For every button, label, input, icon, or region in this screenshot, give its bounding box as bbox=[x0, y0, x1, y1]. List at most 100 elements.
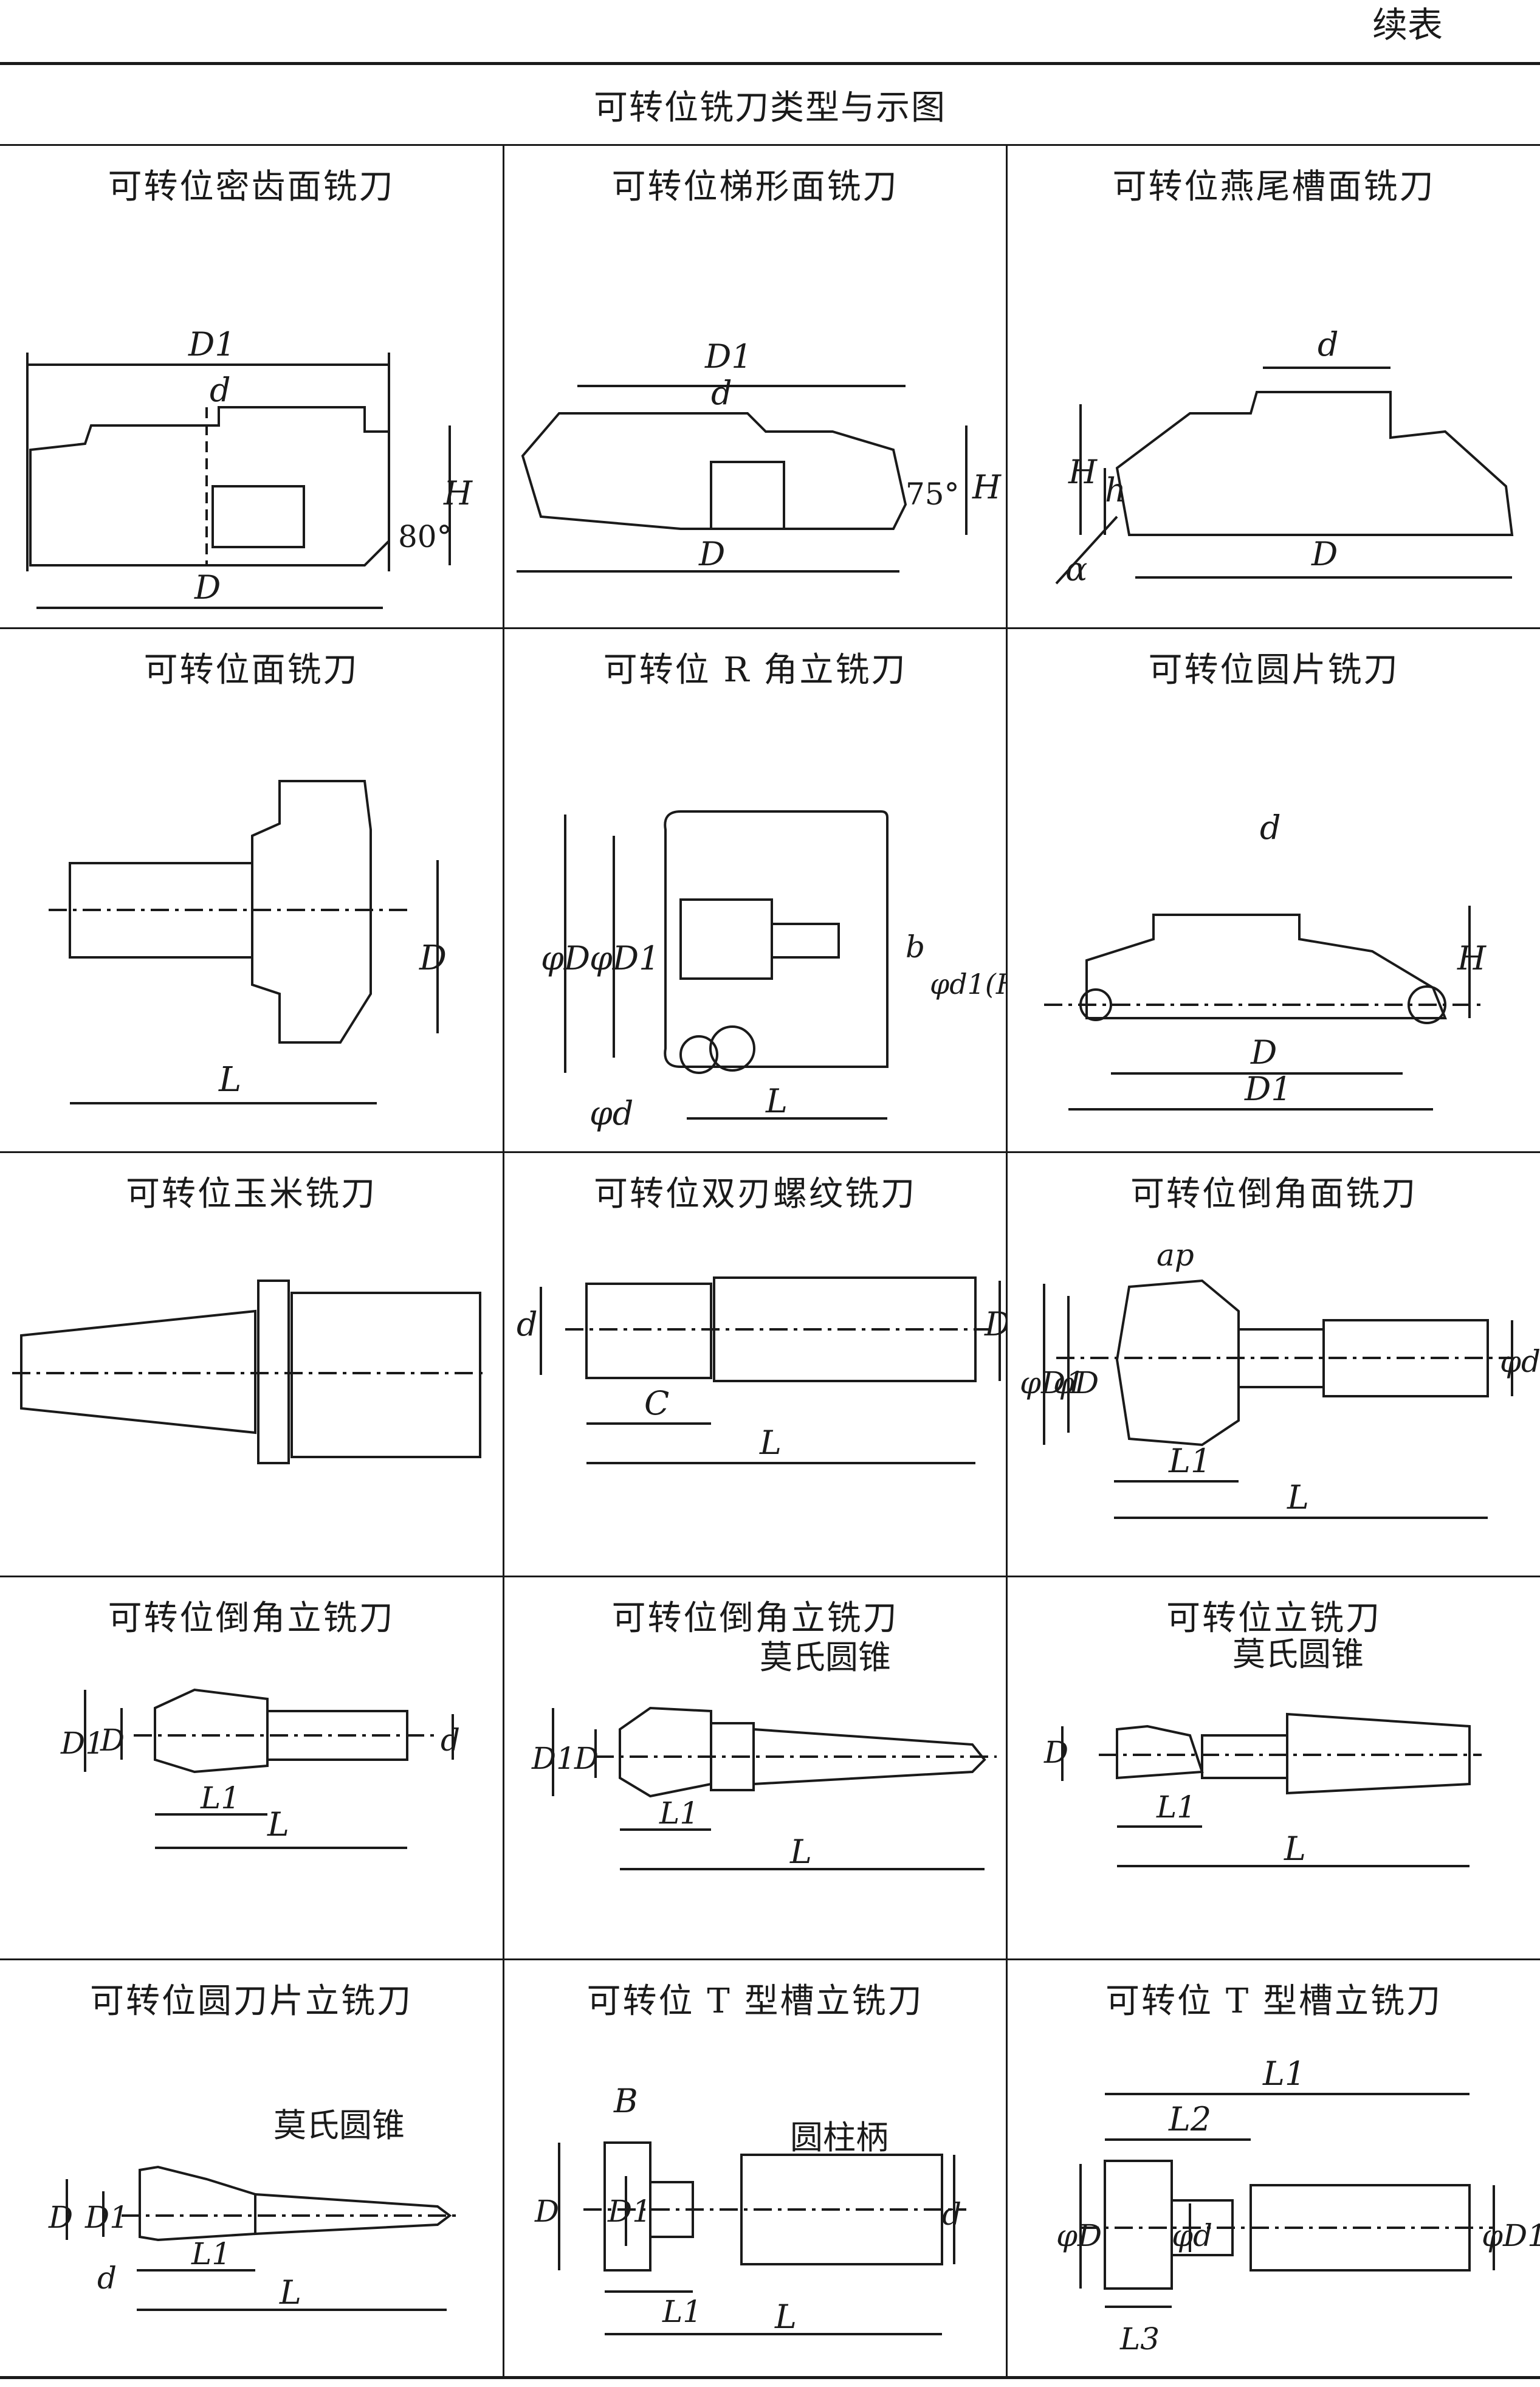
label-phid1: φd1(H7) bbox=[930, 968, 1006, 1001]
trapezoid-face-mill-drawing: D1 d H 75° D bbox=[517, 337, 1002, 573]
label-L: L bbox=[765, 1082, 788, 1120]
label-h: h bbox=[1105, 471, 1126, 509]
label-D: D bbox=[984, 1305, 1006, 1343]
cell-title: 可转位玉米铣刀 bbox=[126, 1174, 377, 1214]
label-L: L bbox=[759, 1424, 782, 1462]
cell-title: 可转位面铣刀 bbox=[143, 650, 359, 690]
label-d: d bbox=[210, 371, 231, 409]
label-phid: φd bbox=[590, 1094, 633, 1132]
cell-end-mill: 可转位立铣刀 莫氏圆锥 D L1 L bbox=[1008, 1577, 1540, 1958]
label-D: D bbox=[698, 535, 725, 573]
label-D: D bbox=[1250, 1033, 1277, 1072]
label-L: L bbox=[774, 2298, 797, 2336]
label-L: L bbox=[1287, 1478, 1309, 1517]
cell-title: 可转位倒角立铣刀 bbox=[611, 1599, 899, 1638]
round-insert-end-mill-drawing: 莫氏圆锥 D D1 d L1 L bbox=[48, 2106, 462, 2312]
label-D1: D1 bbox=[188, 325, 236, 363]
label-L1: L1 bbox=[662, 2294, 702, 2329]
label-H: H bbox=[1457, 939, 1487, 977]
cell-corn-mill: 可转位玉米铣刀 bbox=[0, 1153, 503, 1576]
label-d: d bbox=[711, 374, 732, 412]
label-D: D bbox=[194, 568, 221, 607]
label-morse-taper: 莫氏圆锥 bbox=[273, 2106, 405, 2144]
label-L: L bbox=[1284, 1830, 1306, 1868]
cell-chamfer-end-mill-a: 可转位倒角立铣刀 D1 D d L1 L bbox=[0, 1577, 503, 1958]
label-H: H bbox=[1068, 453, 1098, 491]
cell-title: 可转位密齿面铣刀 bbox=[108, 167, 395, 207]
label-cylindrical-shank: 圆柱柄 bbox=[790, 2118, 889, 2157]
r-corner-end-mill-drawing: φD φD1 b φd1(H7) L φd bbox=[541, 810, 1006, 1132]
face-mill-drawing: D L bbox=[49, 780, 447, 1104]
double-edge-thread-mill-drawing: d D C L bbox=[517, 1276, 1006, 1464]
chamfer-face-mill-drawing: ap φD1 φD φd L1 L bbox=[1020, 1238, 1540, 1519]
label-b: b bbox=[906, 929, 925, 965]
cell-round-insert-end-mill: 可转位圆刀片立铣刀 莫氏圆锥 D D1 d L1 L bbox=[0, 1960, 503, 2381]
row-divider bbox=[0, 1576, 1540, 1577]
label-d: d bbox=[1318, 325, 1339, 363]
label-D: D bbox=[534, 2194, 559, 2229]
end-mill-drawing: 莫氏圆锥 D L1 L bbox=[1043, 1635, 1482, 1868]
label-ap: ap bbox=[1157, 1238, 1194, 1273]
label-d: d bbox=[942, 2197, 961, 2232]
cell-title: 可转位 T 型槽立铣刀 bbox=[586, 1982, 924, 2021]
row-divider bbox=[0, 1958, 1540, 1960]
label-D: D bbox=[100, 1723, 125, 1758]
table-caption: 可转位铣刀类型与示图 bbox=[0, 65, 1540, 146]
cell-trapezoid-face-mill: 可转位梯形面铣刀 D1 d H 75° D bbox=[504, 146, 1006, 627]
cell-double-edge-thread-mill: 可转位双刃螺纹铣刀 d D C L bbox=[504, 1153, 1006, 1576]
label-d: d bbox=[517, 1305, 538, 1343]
cell-r-corner-end-mill: 可转位 R 角立铣刀 φD φD1 b φd1(H7) L φd bbox=[504, 629, 1006, 1151]
label-L1: L1 bbox=[1262, 2055, 1305, 2093]
label-D: D bbox=[419, 939, 447, 978]
label-L1: L1 bbox=[659, 1796, 699, 1831]
cell-t-slot-end-mill-b: 可转位 T 型槽立铣刀 L1 L2 φD φd φD1 L3 bbox=[1008, 1960, 1540, 2381]
cell-dovetail-face-mill: 可转位燕尾槽面铣刀 d H h α D bbox=[1008, 146, 1540, 627]
dense-tooth-face-mill-drawing: D1 d H 80° D bbox=[26, 325, 473, 609]
label-L: L bbox=[267, 1805, 289, 1844]
cell-title: 可转位立铣刀 bbox=[1166, 1599, 1381, 1638]
label-D1: D1 bbox=[704, 337, 752, 376]
label-phid: φd bbox=[1500, 1344, 1540, 1379]
label-L: L bbox=[279, 2273, 301, 2312]
label-L1: L1 bbox=[191, 2236, 231, 2272]
label-L1: L1 bbox=[1156, 1789, 1196, 1825]
label-d: d bbox=[1260, 808, 1281, 847]
label-phiD1: φD1 bbox=[1020, 1365, 1085, 1400]
label-D1: D1 bbox=[531, 1741, 576, 1776]
cell-t-slot-end-mill-a: 可转位 T 型槽立铣刀 B 圆柱柄 D D1 d L1 L bbox=[504, 1960, 1006, 2381]
cell-title: 可转位圆片铣刀 bbox=[1148, 650, 1400, 690]
label-angle: 80° bbox=[398, 519, 452, 554]
label-D: D bbox=[574, 1741, 599, 1776]
milling-cutter-table: 可转位铣刀类型与示图 可转位密齿面铣刀 D1 d H 80° D bbox=[0, 62, 1540, 2379]
cell-dense-tooth-face-mill: 可转位密齿面铣刀 D1 d H 80° D bbox=[0, 146, 503, 627]
label-phiD1: φD1 bbox=[1482, 2218, 1540, 2253]
dovetail-face-mill-drawing: d H h α D bbox=[1055, 325, 1514, 588]
label-D1: D1 bbox=[84, 2200, 129, 2235]
label-L: L bbox=[218, 1060, 241, 1100]
cell-title: 可转位圆刀片立铣刀 bbox=[90, 1982, 413, 2021]
continued-label: 续表 bbox=[1372, 4, 1443, 46]
column-divider bbox=[1006, 146, 1008, 2376]
label-L2: L2 bbox=[1168, 2100, 1211, 2138]
label-morse-taper: 莫氏圆锥 bbox=[1232, 1635, 1364, 1673]
cell-title: 可转位梯形面铣刀 bbox=[611, 167, 899, 207]
label-L: L bbox=[789, 1833, 812, 1871]
label-morse-taper: 莫氏圆锥 bbox=[760, 1638, 891, 1676]
label-L3: L3 bbox=[1119, 2321, 1160, 2357]
label-D1: D1 bbox=[607, 2194, 651, 2229]
label-phiD: φD bbox=[1053, 1365, 1099, 1400]
label-C: C bbox=[644, 1384, 669, 1422]
label-D: D bbox=[1311, 535, 1338, 573]
label-D: D bbox=[1043, 1735, 1068, 1770]
row-divider bbox=[0, 1151, 1540, 1153]
label-d: d bbox=[97, 2261, 117, 2296]
row-divider bbox=[0, 627, 1540, 629]
cell-title: 可转位 R 角立铣刀 bbox=[603, 650, 907, 690]
label-D: D bbox=[48, 2200, 73, 2235]
label-L1: L1 bbox=[1168, 1442, 1211, 1480]
cell-face-mill: 可转位面铣刀 D L bbox=[0, 629, 503, 1151]
label-phiD1: φD1 bbox=[590, 939, 659, 977]
cell-title: 可转位倒角立铣刀 bbox=[108, 1599, 395, 1638]
cell-title: 可转位 T 型槽立铣刀 bbox=[1105, 1982, 1442, 2021]
label-d: d bbox=[441, 1723, 460, 1758]
